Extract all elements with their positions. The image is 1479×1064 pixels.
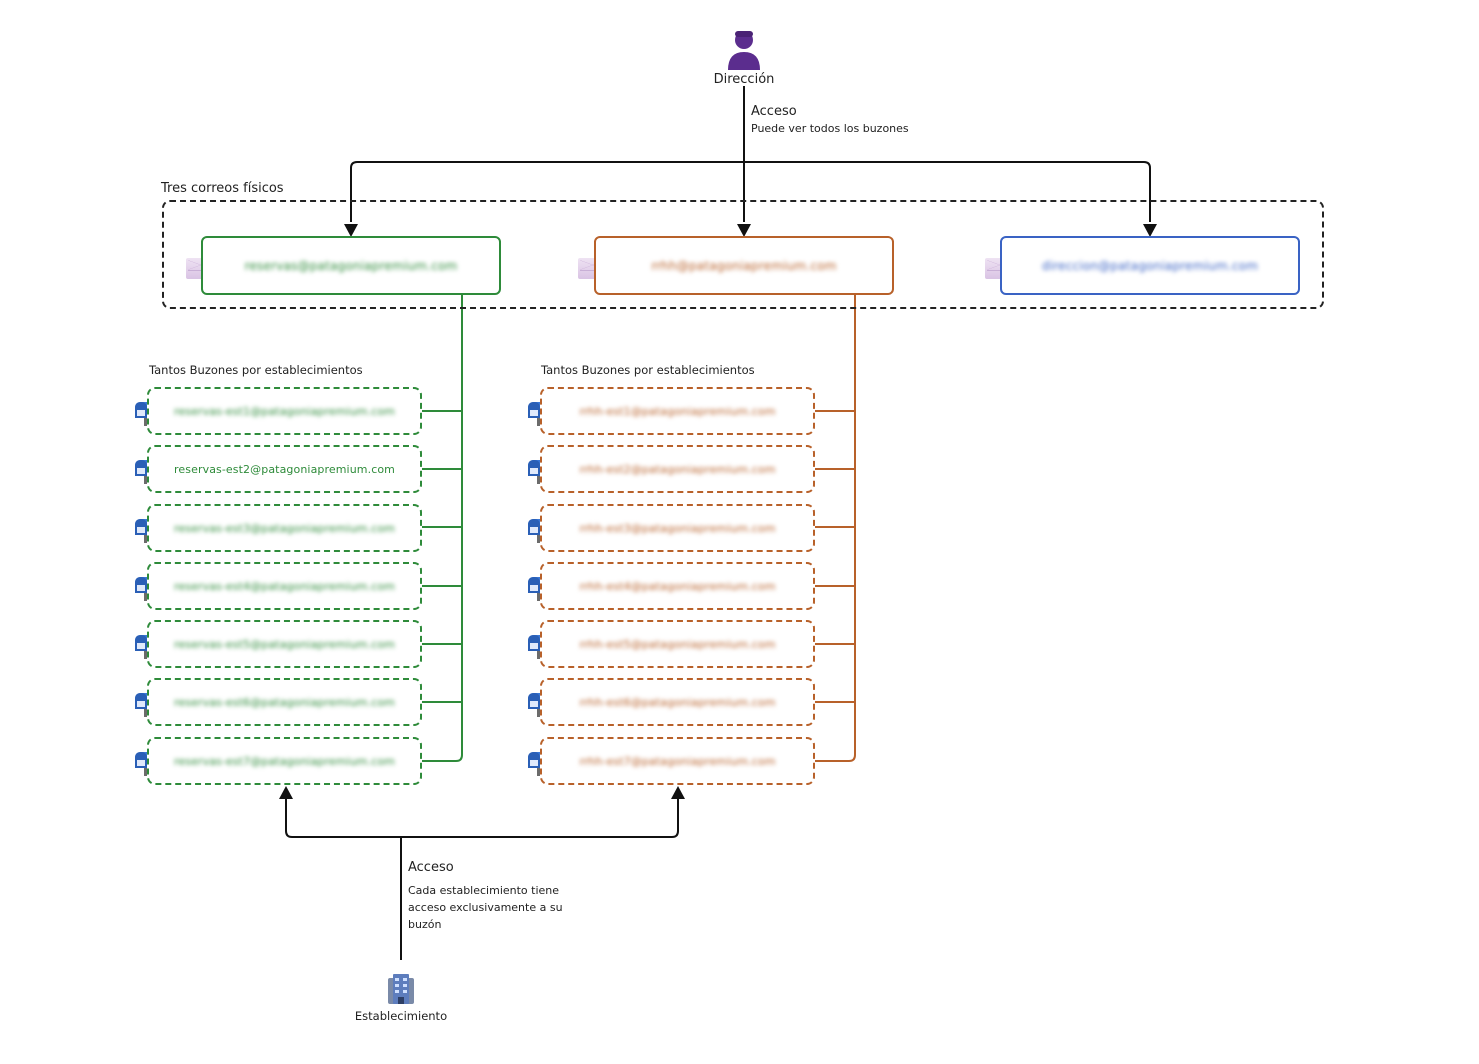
sub-mailbox-item[interactable]: rrhh-est1@patagoniapremium.com	[540, 387, 815, 435]
sub-mailbox-email: reservas-est4@patagoniapremium.com	[174, 579, 395, 593]
top-edge-subtitle: Puede ver todos los buzones	[751, 122, 909, 135]
sub-mailbox-item[interactable]: reservas-est2@patagoniapremium.com	[147, 445, 422, 493]
sub-mailbox-item[interactable]: rrhh-est7@patagoniapremium.com	[540, 737, 815, 785]
physical-mail-group	[162, 200, 1324, 309]
mailbox-email: direccion@patagoniapremium.com	[1041, 258, 1259, 273]
mailbox-email: reservas@patagoniapremium.com	[244, 258, 458, 273]
sub-mailbox-item[interactable]: rrhh-est2@patagoniapremium.com	[540, 445, 815, 493]
sub-mailbox-email: reservas-est3@patagoniapremium.com	[174, 521, 395, 535]
sub-mailbox-email: rrhh-est3@patagoniapremium.com	[579, 521, 776, 535]
mailbox-rrhh[interactable]: rrhh@patagoniapremium.com	[594, 236, 894, 295]
sub-mailbox-item[interactable]: rrhh-est3@patagoniapremium.com	[540, 504, 815, 552]
right-group-label: Tantos Buzones por establecimientos	[541, 363, 755, 377]
sub-mailbox-email: rrhh-est2@patagoniapremium.com	[579, 462, 776, 476]
group-label: Tres correos físicos	[161, 181, 284, 196]
direccion-label: Dirección	[713, 72, 775, 87]
sub-mailbox-item[interactable]: rrhh-est5@patagoniapremium.com	[540, 620, 815, 668]
arrow-head	[1143, 224, 1157, 237]
left-group-label: Tantos Buzones por establecimientos	[149, 363, 363, 377]
bottom-edge-subtitle-3: buzón	[408, 918, 442, 931]
orange-branch-lines	[815, 295, 856, 762]
top-edge-title: Acceso	[751, 104, 797, 119]
sub-mailbox-item[interactable]: reservas-est6@patagoniapremium.com	[147, 678, 422, 726]
bottom-edge-title: Acceso	[408, 860, 454, 875]
bottom-access-edge	[285, 798, 679, 960]
bottom-edge-subtitle-2: acceso exclusivamente a su	[408, 901, 563, 914]
sub-mailbox-email: reservas-est2@patagoniapremium.com	[174, 462, 395, 476]
building-icon	[388, 974, 414, 1004]
establecimiento-label: Establecimiento	[354, 1009, 448, 1023]
sub-mailbox-email: rrhh-est5@patagoniapremium.com	[579, 637, 776, 651]
mailbox-reservas[interactable]: reservas@patagoniapremium.com	[201, 236, 501, 295]
sub-mailbox-item[interactable]: reservas-est7@patagoniapremium.com	[147, 737, 422, 785]
direccion-node[interactable]: Dirección	[700, 26, 788, 90]
sub-mailbox-item[interactable]: reservas-est3@patagoniapremium.com	[147, 504, 422, 552]
sub-mailbox-item[interactable]: reservas-est1@patagoniapremium.com	[147, 387, 422, 435]
establecimiento-node[interactable]: Establecimiento	[351, 972, 451, 1028]
sub-mailbox-email: rrhh-est7@patagoniapremium.com	[579, 754, 776, 768]
sub-mailbox-email: reservas-est1@patagoniapremium.com	[174, 404, 395, 418]
arrow-head	[671, 786, 685, 799]
sub-mailbox-email: rrhh-est6@patagoniapremium.com	[579, 695, 776, 709]
sub-mailbox-email: reservas-est7@patagoniapremium.com	[174, 754, 395, 768]
mailbox-email: rrhh@patagoniapremium.com	[651, 258, 837, 273]
sub-mailbox-item[interactable]: reservas-est4@patagoniapremium.com	[147, 562, 422, 610]
arrow-head	[737, 224, 751, 237]
green-branch-lines	[422, 295, 463, 762]
sub-mailbox-item[interactable]: rrhh-est6@patagoniapremium.com	[540, 678, 815, 726]
sub-mailbox-email: reservas-est5@patagoniapremium.com	[174, 637, 395, 651]
top-access-edge	[350, 86, 1151, 222]
sub-mailbox-item[interactable]: rrhh-est4@patagoniapremium.com	[540, 562, 815, 610]
arrow-head	[279, 786, 293, 799]
sub-mailbox-item[interactable]: reservas-est5@patagoniapremium.com	[147, 620, 422, 668]
sub-mailbox-email: reservas-est6@patagoniapremium.com	[174, 695, 395, 709]
mailbox-direccion[interactable]: direccion@patagoniapremium.com	[1000, 236, 1300, 295]
bottom-edge-subtitle-1: Cada establecimiento tiene	[408, 884, 560, 897]
person-icon	[728, 31, 760, 70]
sub-mailbox-email: rrhh-est1@patagoniapremium.com	[579, 404, 776, 418]
arrow-head	[344, 224, 358, 237]
sub-mailbox-email: rrhh-est4@patagoniapremium.com	[579, 579, 776, 593]
